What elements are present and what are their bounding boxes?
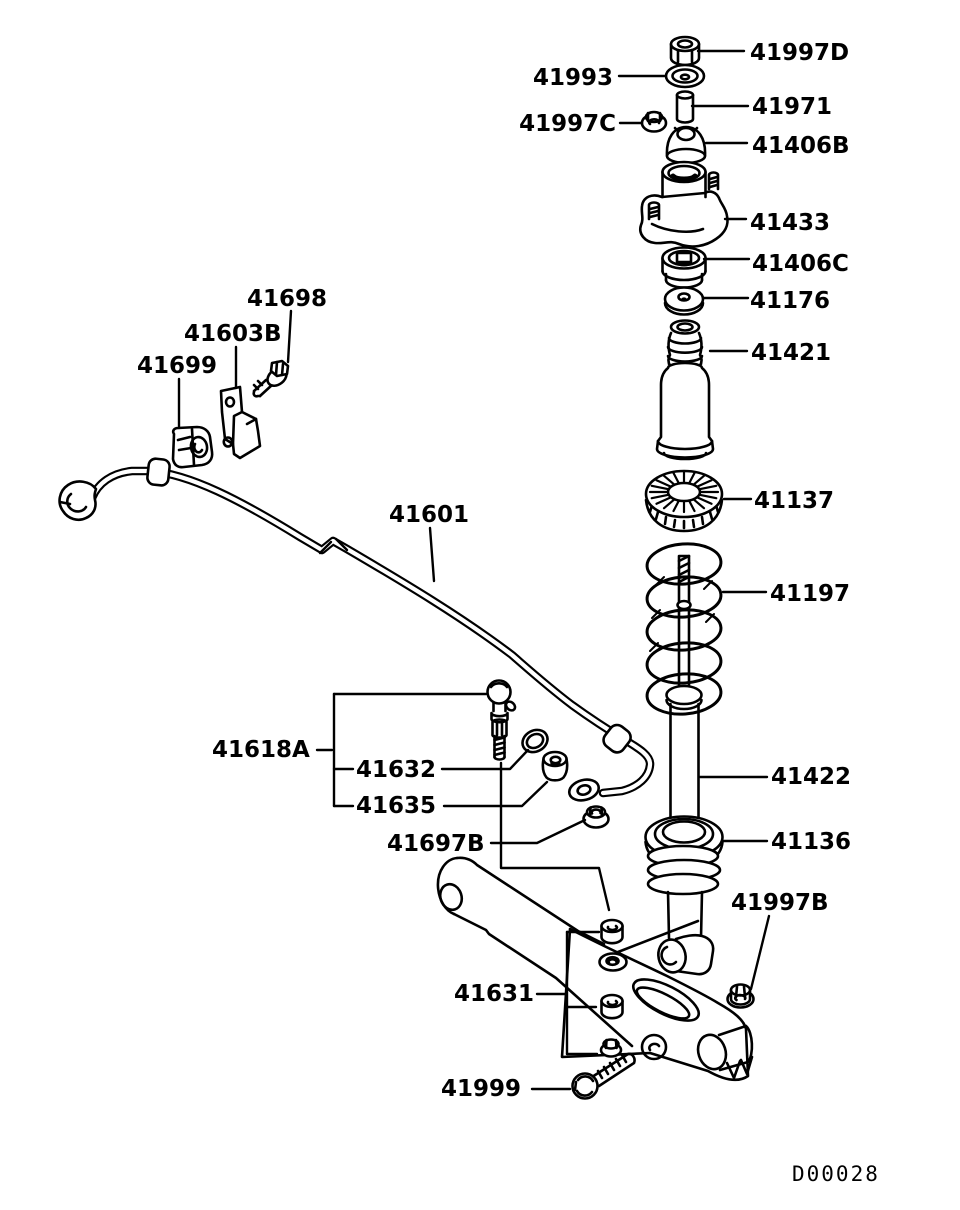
leader-lines [177, 49, 771, 1091]
bracket-41618a [315, 692, 488, 808]
part-label-41137: 41137 [754, 488, 834, 514]
part-label-41631: 41631 [454, 981, 534, 1007]
part-label-41699: 41699 [137, 353, 217, 379]
part-41197-coil-spring [645, 542, 723, 716]
part-labels: 41997D 41993 41971 41997C 41406B 41433 4… [137, 40, 880, 1186]
part-41997b-flange-nut [726, 983, 755, 1009]
part-label-41997c: 41997C [519, 111, 616, 137]
leader-41601 [428, 526, 436, 583]
part-41433-strut-mount [639, 160, 729, 248]
part-41698-bolt [252, 359, 290, 398]
part-label-41997d: 41997D [750, 40, 849, 66]
part-label-41997b: 41997B [731, 890, 829, 916]
part-label-41422: 41422 [771, 764, 851, 790]
part-41631-trailing-arm [436, 856, 754, 1082]
arm-washer [598, 952, 628, 972]
part-label-41421: 41421 [751, 340, 831, 366]
part-label-41635: 41635 [356, 793, 436, 819]
shock-dust-boot [646, 844, 722, 940]
stabilizer-bar-left-collar [146, 457, 171, 487]
part-41997c-nut [640, 110, 668, 133]
part-label-41632: 41632 [356, 757, 436, 783]
part-41603b-stabilizer-bracket [219, 385, 262, 460]
part-label-41136: 41136 [771, 829, 851, 855]
part-label-41603b: 41603B [184, 321, 282, 347]
part-41971-pin [675, 90, 695, 124]
arm-bushing-upper [600, 918, 624, 945]
part-label-41433: 41433 [750, 210, 830, 236]
part-41699-stabilizer-bushing [171, 425, 214, 469]
part-label-41971: 41971 [752, 94, 832, 120]
part-41635-link-bushing [541, 750, 569, 782]
stabilizer-bar-left-eye [58, 480, 98, 522]
part-label-41601: 41601 [389, 502, 469, 528]
leader-41632 [440, 748, 530, 771]
part-41406c-bushing [661, 246, 707, 289]
bracket-41631 [535, 930, 601, 1056]
part-41999-bolt [571, 1052, 636, 1100]
part-41997d-nut [669, 35, 701, 67]
part-41422-shock-absorber [665, 684, 703, 826]
drawing-code: D00028 [792, 1162, 880, 1186]
leader-41698 [286, 309, 293, 364]
mount-stud-right [707, 171, 720, 191]
part-label-41993: 41993 [533, 65, 613, 91]
arm-nut [599, 1038, 623, 1058]
leader-41997b [749, 914, 771, 991]
part-41601-stabilizer-bar [58, 457, 655, 802]
arm-bushing-lower [600, 993, 624, 1020]
part-label-41618a: 41618A [212, 737, 310, 763]
trailing-arm-bracket-plate [560, 919, 754, 1082]
trailing-arm-fasteners [598, 918, 628, 1058]
stabilizer-bar-right-collar [602, 723, 632, 754]
part-label-41698: 41698 [247, 286, 327, 312]
part-label-41406c: 41406C [752, 251, 849, 277]
part-41421-bump-stopper [655, 319, 715, 461]
part-label-41999: 41999 [441, 1076, 521, 1102]
shock-absorber-lower-mount [657, 933, 715, 976]
link-assembly-line [499, 761, 611, 912]
part-label-41697b: 41697B [387, 831, 485, 857]
part-41137-spring-seat [644, 469, 724, 533]
bracket-plate-cylinder [696, 1024, 754, 1080]
part-41406b-cap [665, 125, 707, 165]
stabilizer-bar-right-eye [567, 778, 601, 802]
part-label-41176: 41176 [750, 288, 830, 314]
leader-41635 [442, 780, 549, 808]
part-label-41406b: 41406B [752, 133, 850, 159]
part-41632-o-ring [521, 728, 549, 754]
mount-stud-left [647, 201, 661, 221]
leader-41697b [489, 818, 587, 845]
part-label-41197: 41197 [770, 581, 850, 607]
part-41993-washer [664, 63, 706, 89]
part-41176-washer [663, 286, 705, 316]
part-41697b-flange-nut [582, 805, 610, 829]
part-41618a-stabilizer-link [486, 679, 517, 761]
